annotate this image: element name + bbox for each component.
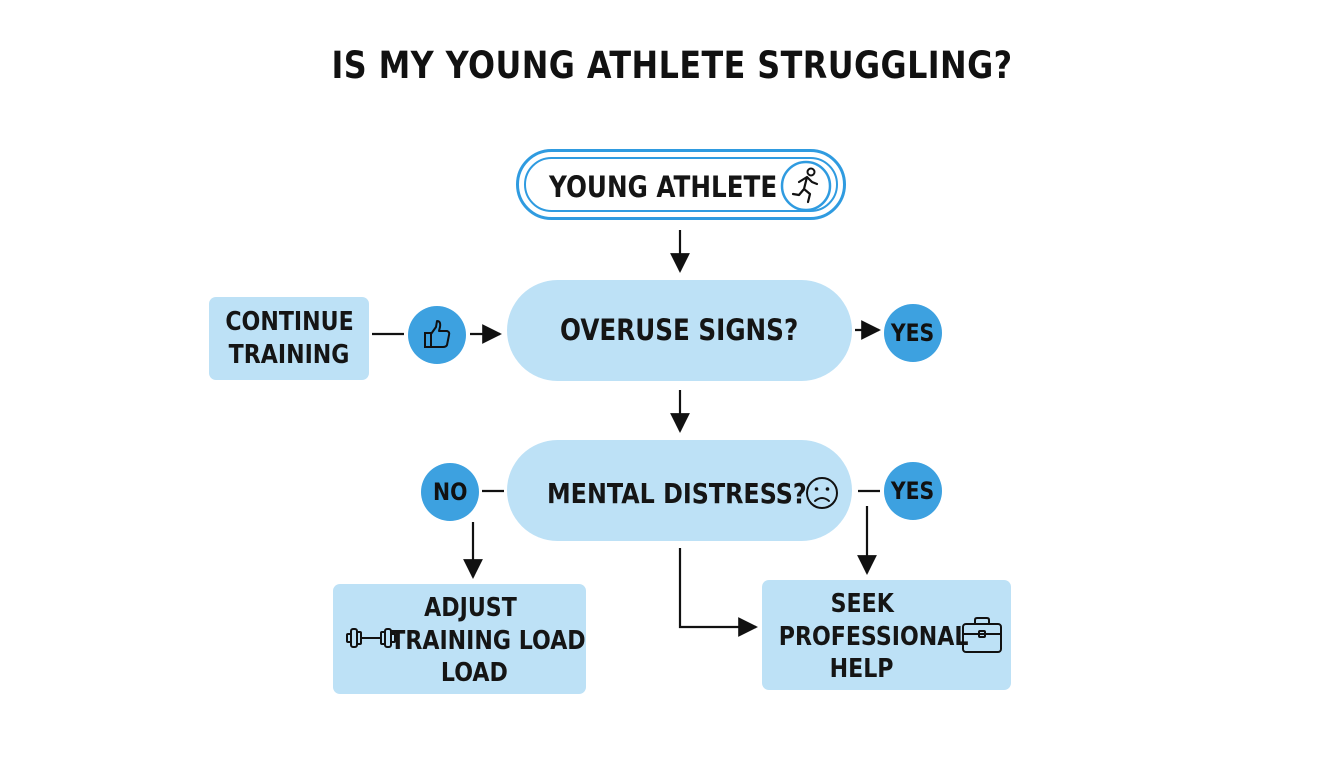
- overuse-signs-label: OVERUSE SIGNS?: [560, 313, 799, 348]
- seek-label-line1: SEEK: [830, 589, 894, 619]
- thumbs-up-icon: [424, 320, 451, 348]
- mental-no-badge: NO: [421, 463, 479, 521]
- adjust-label-line1: ADJUST: [424, 593, 517, 623]
- seek-label-line2: PROFESSIONAL: [778, 621, 969, 652]
- continue-label-line1: CONTINUE: [224, 307, 354, 337]
- continue-training-node: CONTINUE TRAINING: [209, 297, 369, 380]
- dumbbell-icon: [346, 628, 396, 648]
- mental-distress-node: MENTAL DISTRESS?: [507, 440, 852, 541]
- briefcase-icon: [962, 617, 1002, 653]
- seek-label-line3: HELP: [830, 654, 894, 684]
- diagram-title: IS MY YOUNG ATHLETE STRUGGLING?: [331, 44, 1013, 87]
- start-node-label: YOUNG ATHLETE: [549, 170, 778, 204]
- start-node: YOUNG ATHLETE: [516, 149, 846, 220]
- overuse-yes-label: YES: [891, 319, 935, 347]
- seek-professional-help-node: SEEK PROFESSIONAL HELP: [762, 580, 1011, 690]
- mental-no-label: NO: [432, 478, 468, 506]
- arrow-mental-to-seek: [678, 548, 758, 637]
- sad-face-icon: [806, 477, 838, 509]
- thumbs-up-badge: [408, 306, 466, 364]
- overuse-signs-node: OVERUSE SIGNS?: [507, 280, 852, 381]
- adjust-training-load-node: ADJUST TRAINING LOAD LOAD: [333, 584, 586, 694]
- running-person-icon: [780, 160, 832, 212]
- overuse-yes-badge: YES: [884, 304, 942, 362]
- mental-yes-badge: YES: [884, 462, 942, 520]
- mental-yes-label: YES: [891, 477, 935, 505]
- adjust-label-line3: LOAD: [441, 658, 508, 688]
- mental-distress-label: MENTAL DISTRESS?: [547, 477, 807, 510]
- adjust-label-line2: TRAINING LOAD: [390, 625, 586, 656]
- start-node-inner-border: [524, 157, 838, 212]
- continue-label-line2: TRAINING: [228, 339, 350, 370]
